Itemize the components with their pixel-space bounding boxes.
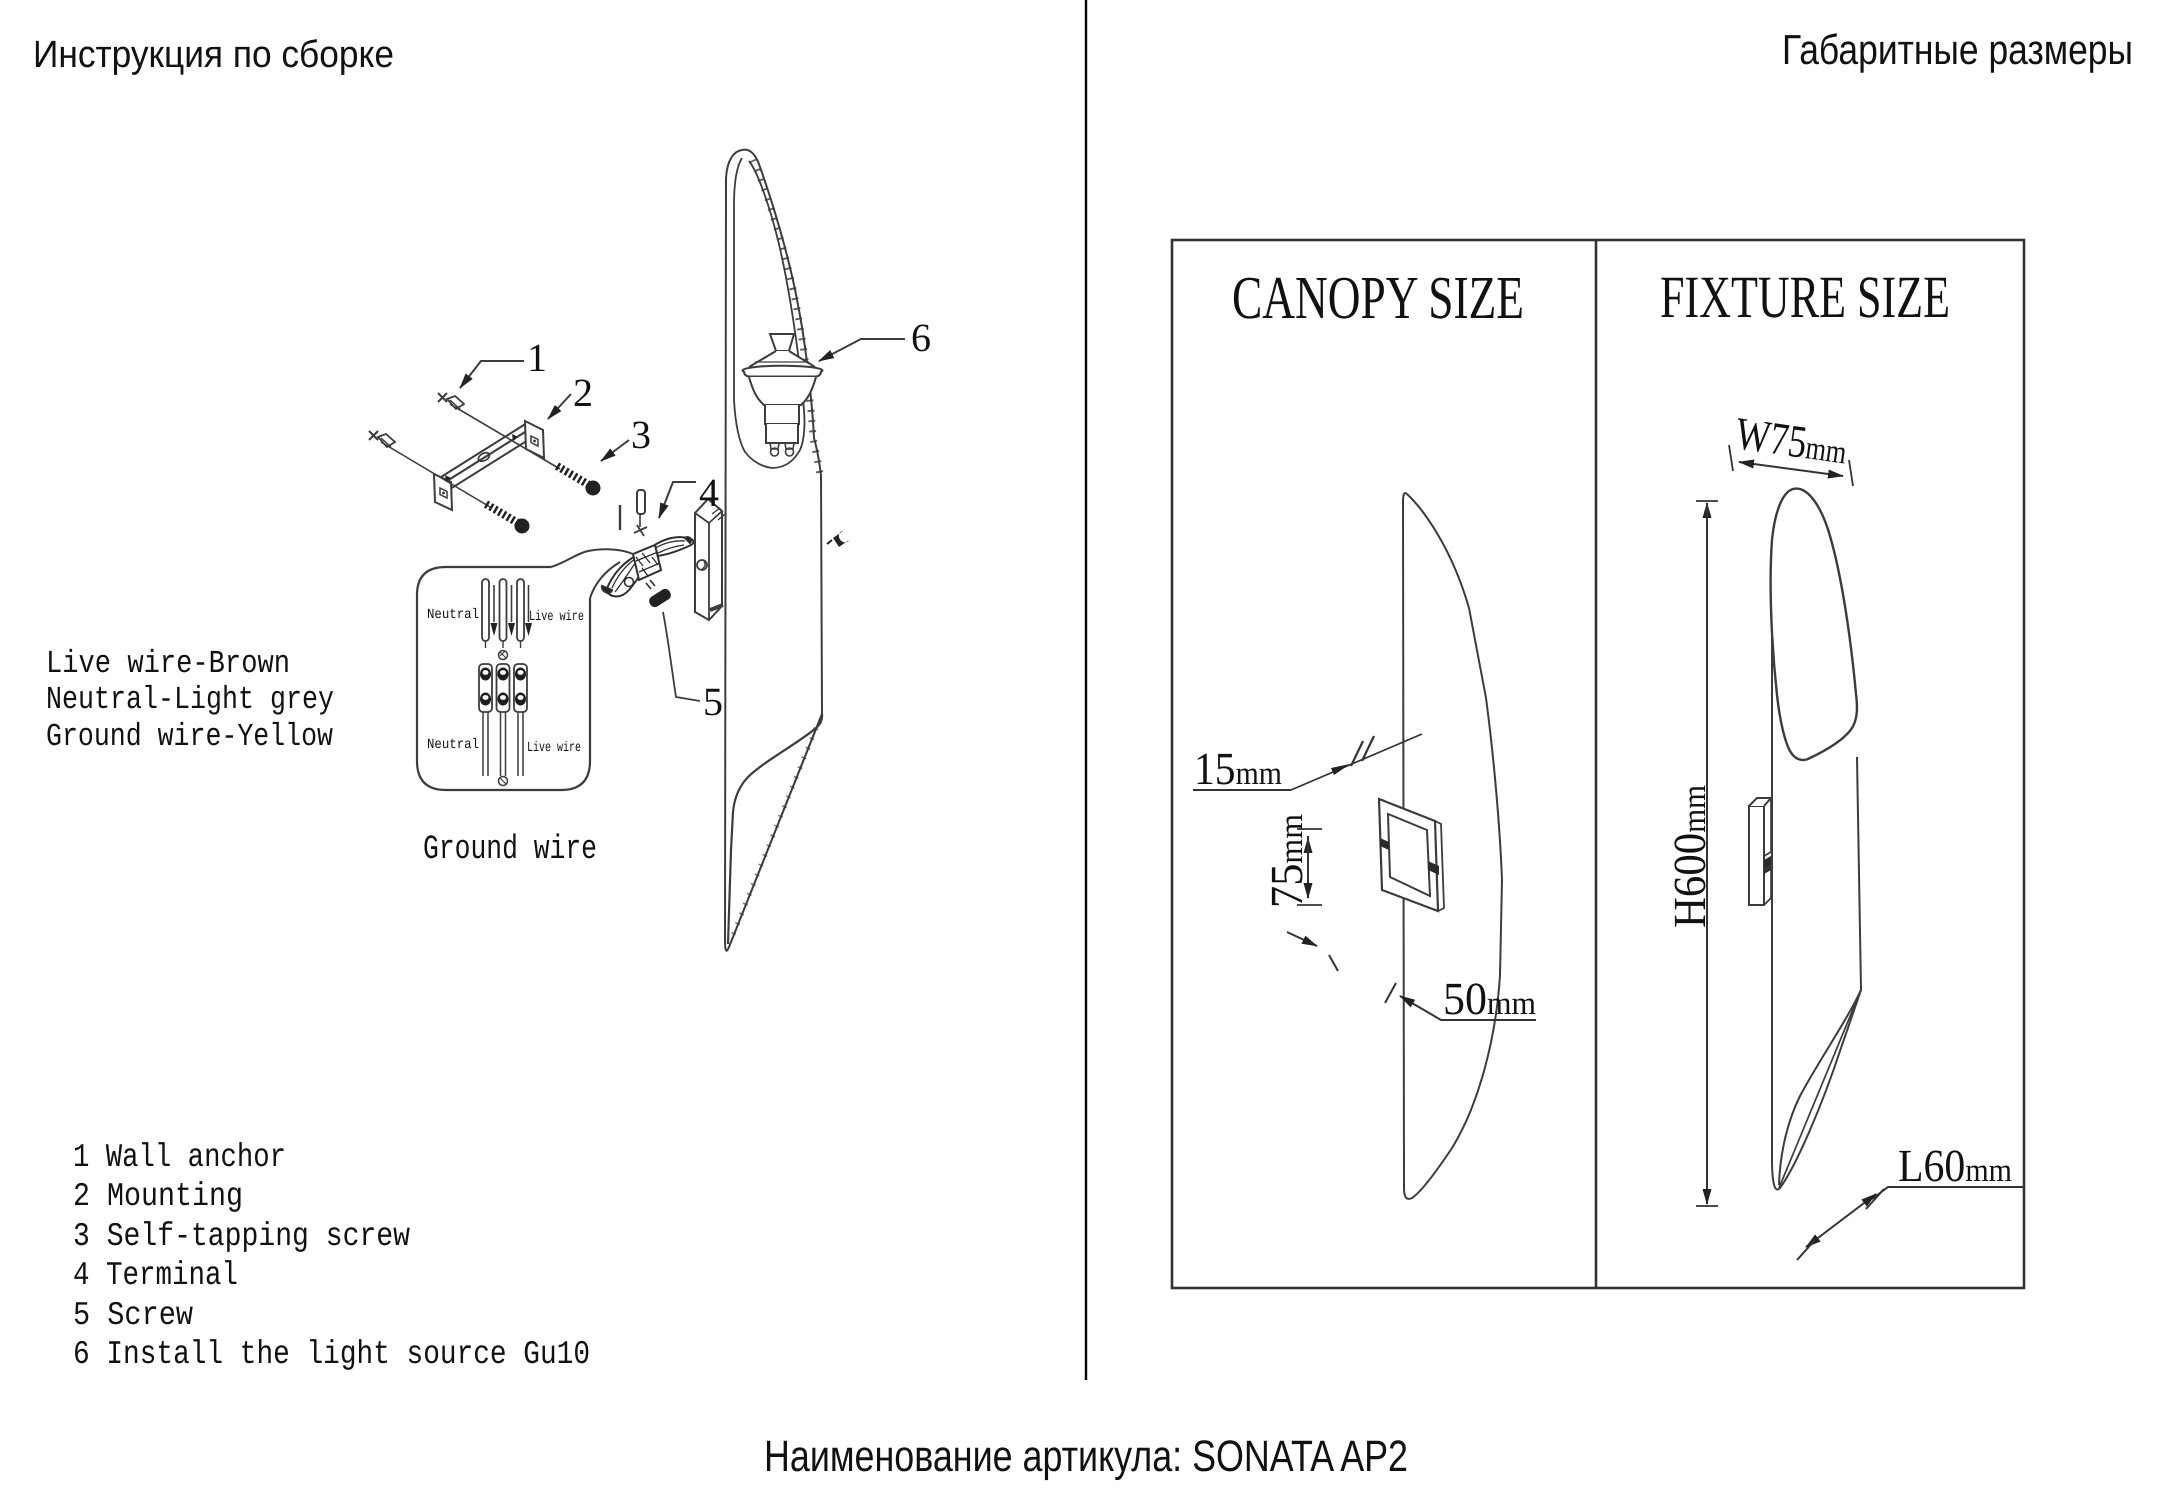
svg-text:3: 3 [631, 412, 651, 457]
svg-text:H600mm: H600mm [1664, 785, 1715, 928]
svg-text:Габаритные размеры: Габаритные размеры [1782, 26, 2133, 73]
svg-text:Neutral-Light grey: Neutral-Light grey [46, 681, 334, 718]
svg-text:L60mm: L60mm [1898, 1140, 2012, 1191]
svg-text:75mm: 75mm [1261, 814, 1312, 908]
svg-text:1 Wall anchor: 1 Wall anchor [73, 1139, 286, 1176]
svg-text:Ground wire-Yellow: Ground wire-Yellow [46, 718, 333, 755]
svg-text:1: 1 [527, 335, 547, 380]
svg-text:Live wire: Live wire [529, 609, 584, 625]
svg-text:Neutral: Neutral [427, 737, 479, 753]
svg-text:50mm: 50mm [1443, 973, 1536, 1024]
svg-text:6 Install the light source Gu1: 6 Install the light source Gu10 [73, 1336, 590, 1373]
svg-text:Live wire-Brown: Live wire-Brown [46, 645, 290, 682]
svg-text:5 Screw: 5 Screw [73, 1297, 193, 1334]
svg-text:4 Terminal: 4 Terminal [73, 1257, 238, 1294]
svg-text:15mm: 15mm [1194, 743, 1282, 794]
svg-text:4: 4 [699, 470, 719, 515]
svg-text:2 Mounting: 2 Mounting [73, 1178, 243, 1215]
svg-text:FIXTURE SIZE: FIXTURE SIZE [1660, 264, 1950, 330]
svg-text:CANOPY SIZE: CANOPY SIZE [1232, 265, 1524, 332]
svg-text:5: 5 [703, 679, 723, 724]
svg-text:Ground wire: Ground wire [423, 831, 597, 869]
svg-text:3 Self-tapping screw: 3 Self-tapping screw [73, 1218, 410, 1255]
svg-text:Наименование артикула: SONATA: Наименование артикула: SONATA AP2 [764, 1432, 1408, 1481]
svg-text:Neutral: Neutral [427, 607, 479, 623]
svg-text:Инструкция по сборке: Инструкция по сборке [33, 34, 394, 76]
svg-text:Live wire: Live wire [527, 740, 581, 756]
svg-text:6: 6 [911, 315, 931, 360]
svg-text:2: 2 [573, 370, 593, 415]
